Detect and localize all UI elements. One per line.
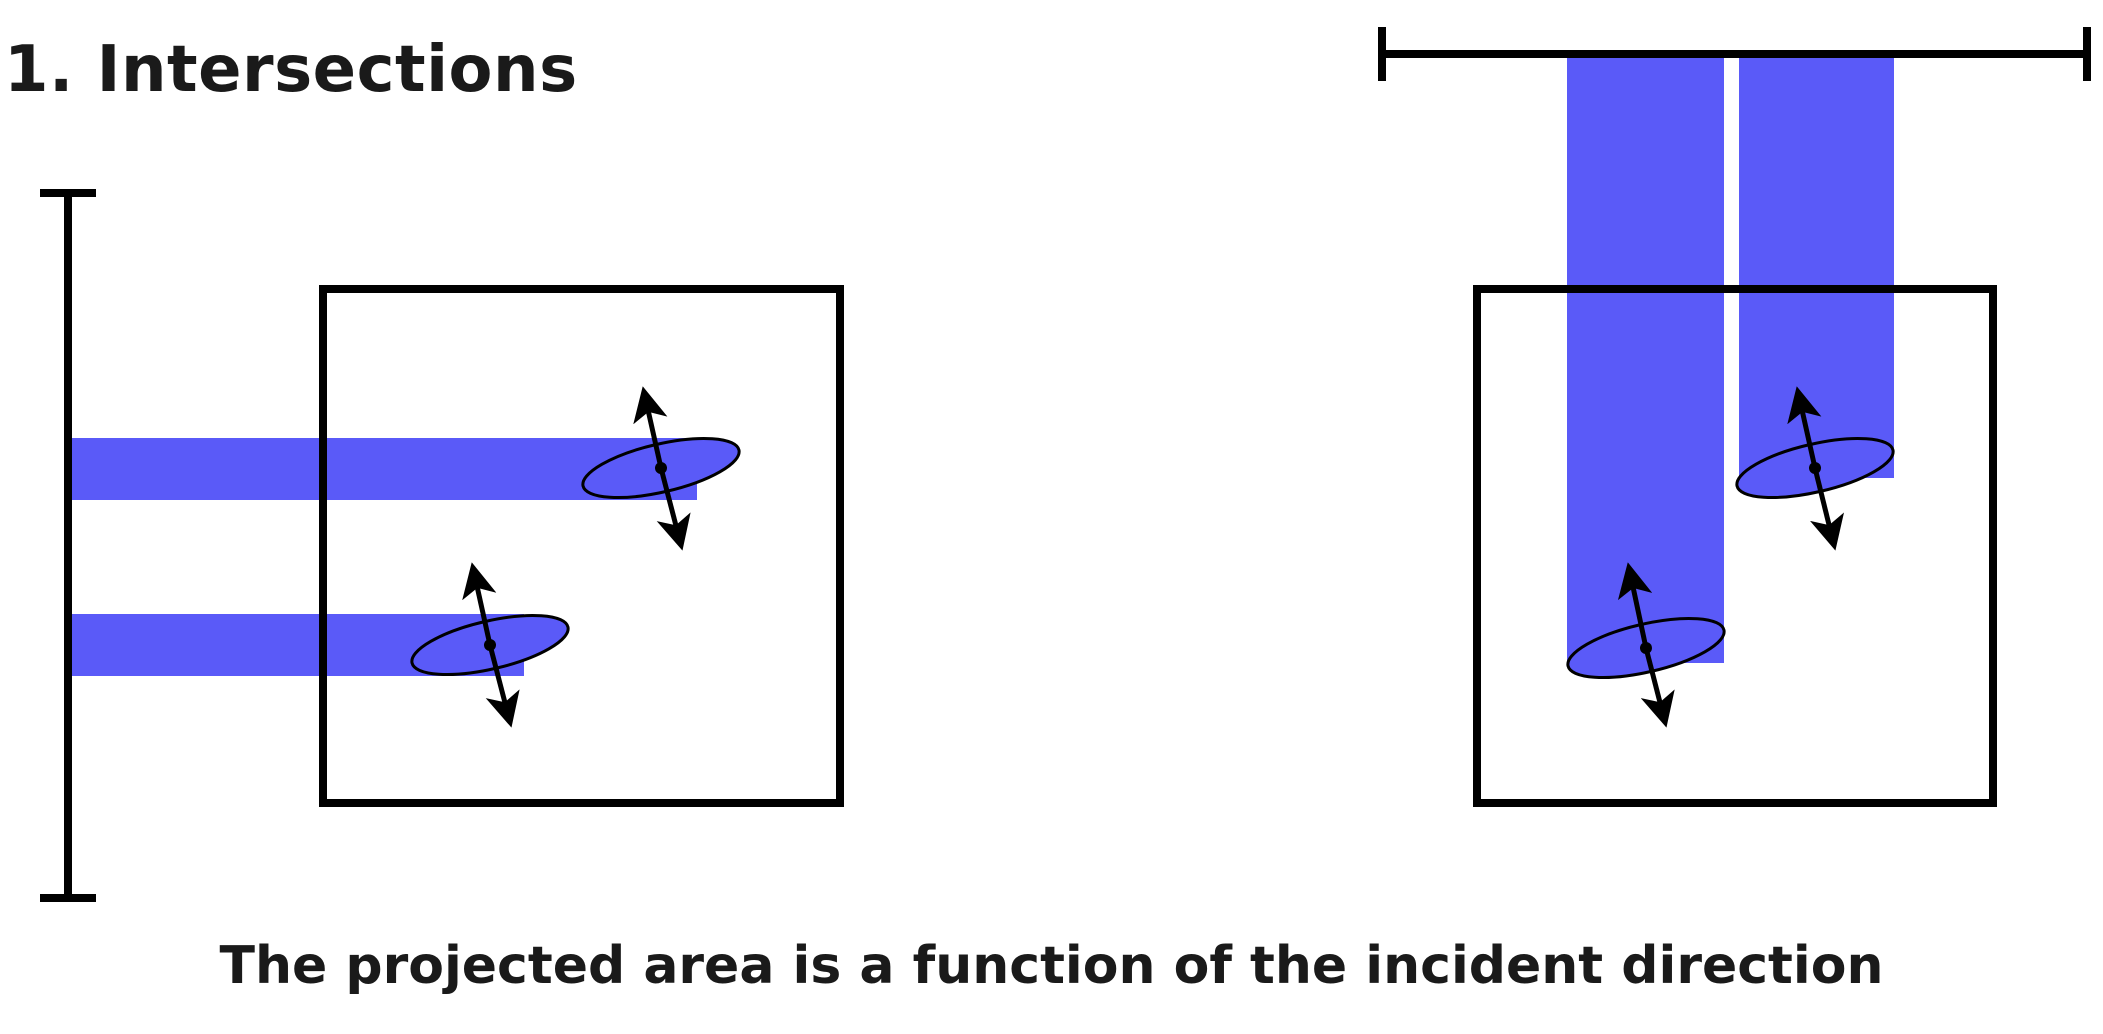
slide-title: 1. Intersections: [4, 33, 578, 107]
normal-arrow-down: [1810, 467, 1845, 551]
horizontal-extent-bar: [1378, 27, 2091, 81]
normal-arrow-up: [462, 562, 497, 646]
normal-arrow-up: [1617, 562, 1653, 649]
slide-caption: The projected area is a function of the …: [219, 936, 1884, 996]
normal-arrow-down: [656, 467, 691, 551]
beam-left-top: [1567, 58, 1724, 663]
normal-arrow-up: [633, 386, 668, 469]
surface-disk-lower-right: [1566, 562, 1726, 728]
left-panel: [40, 189, 844, 902]
scene-box-right: [1473, 285, 1997, 807]
normal-arrow-down: [485, 644, 520, 728]
scene-box-left: [319, 285, 844, 807]
surface-disk-upper-right: [1735, 386, 1895, 551]
right-panel: [1378, 27, 2091, 807]
normal-arrow-down: [1640, 647, 1675, 728]
vertical-extent-bar: [40, 189, 96, 902]
beam-right-top: [1739, 58, 1894, 478]
surface-disk-lower-left: [410, 562, 570, 728]
surface-disk-upper-left: [581, 386, 741, 551]
normal-arrow-up: [1787, 386, 1822, 469]
